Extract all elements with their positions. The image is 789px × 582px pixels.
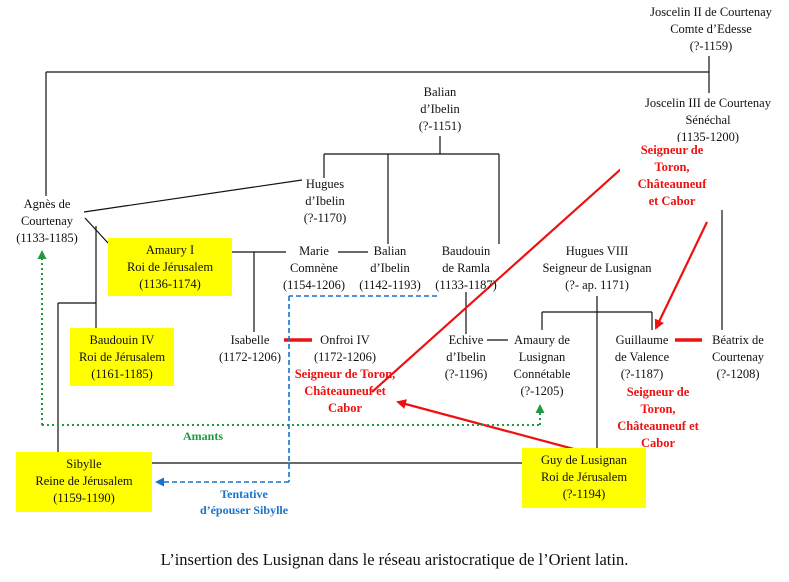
person-beatrix: Béatrix de Courtenay (?-1208): [711, 333, 765, 381]
person-baudouin4: Baudouin IV Roi de Jérusalem (1161-1185): [70, 328, 174, 386]
person-sibylle: Sibylle Reine de Jérusalem (1159-1190): [16, 452, 152, 512]
person-isabelle: Isabelle (1172-1206): [218, 333, 282, 364]
annotation-amants: Amants: [182, 429, 223, 443]
annotation-tentative: Tentative d’épouser Sibylle: [199, 487, 289, 517]
person-guy: Guy de Lusignan Roi de Jérusalem (?-1194…: [522, 448, 646, 508]
person-joscelin3: Joscelin III de Courtenay Sénéchal (1135…: [644, 96, 771, 144]
arrow-toron-to-guillaume: [654, 221, 708, 330]
person-echive: Echive d’Ibelin (?-1196): [444, 333, 488, 381]
person-baudouin-ramla: Baudouin de Ramla (1133-1187): [435, 244, 497, 292]
person-marie: Marie Comnène (1154-1206): [282, 244, 346, 292]
annotation-toron-right: Seigneur de Toron, Châteauneuf et Cabor: [617, 385, 699, 450]
person-balian2: Balian d’Ibelin (1142-1193): [359, 244, 421, 292]
annotation-toron-left: Seigneur de Toron, Châteauneuf et Cabor: [294, 367, 396, 415]
person-hugues-ibelin: Hugues d’Ibelin (?-1170): [303, 177, 347, 225]
line-hugues-agnes: [83, 179, 303, 213]
person-guillaume: Guillaume de Valence (?-1187): [614, 333, 670, 381]
arrow-onfroi-to-joscelin3: [371, 150, 642, 393]
figure-caption: L’insertion des Lusignan dans le réseau …: [160, 550, 629, 569]
person-amaury-lusignan: Amaury de Lusignan Connétable (?-1205): [513, 333, 571, 398]
person-onfroi: Onfroi IV (1172-1206): [313, 333, 377, 364]
annotation-toron-top: Seigneur de Toron, Châteauneuf et Cabor: [620, 142, 724, 210]
person-hugues8: Hugues VIII Seigneur de Lusignan (?- ap.…: [542, 244, 652, 292]
person-joscelin2: Joscelin II de Courtenay Comte d’Edesse …: [650, 5, 772, 53]
arrow-guy-to-onfroi: [396, 399, 586, 454]
person-balian-ibelin: Balian d’Ibelin (?-1151): [418, 85, 462, 133]
person-agnes: Agnès de Courtenay (1133-1185): [16, 197, 78, 245]
person-amaury1: Amaury I Roi de Jérusalem (1136-1174): [108, 238, 232, 296]
